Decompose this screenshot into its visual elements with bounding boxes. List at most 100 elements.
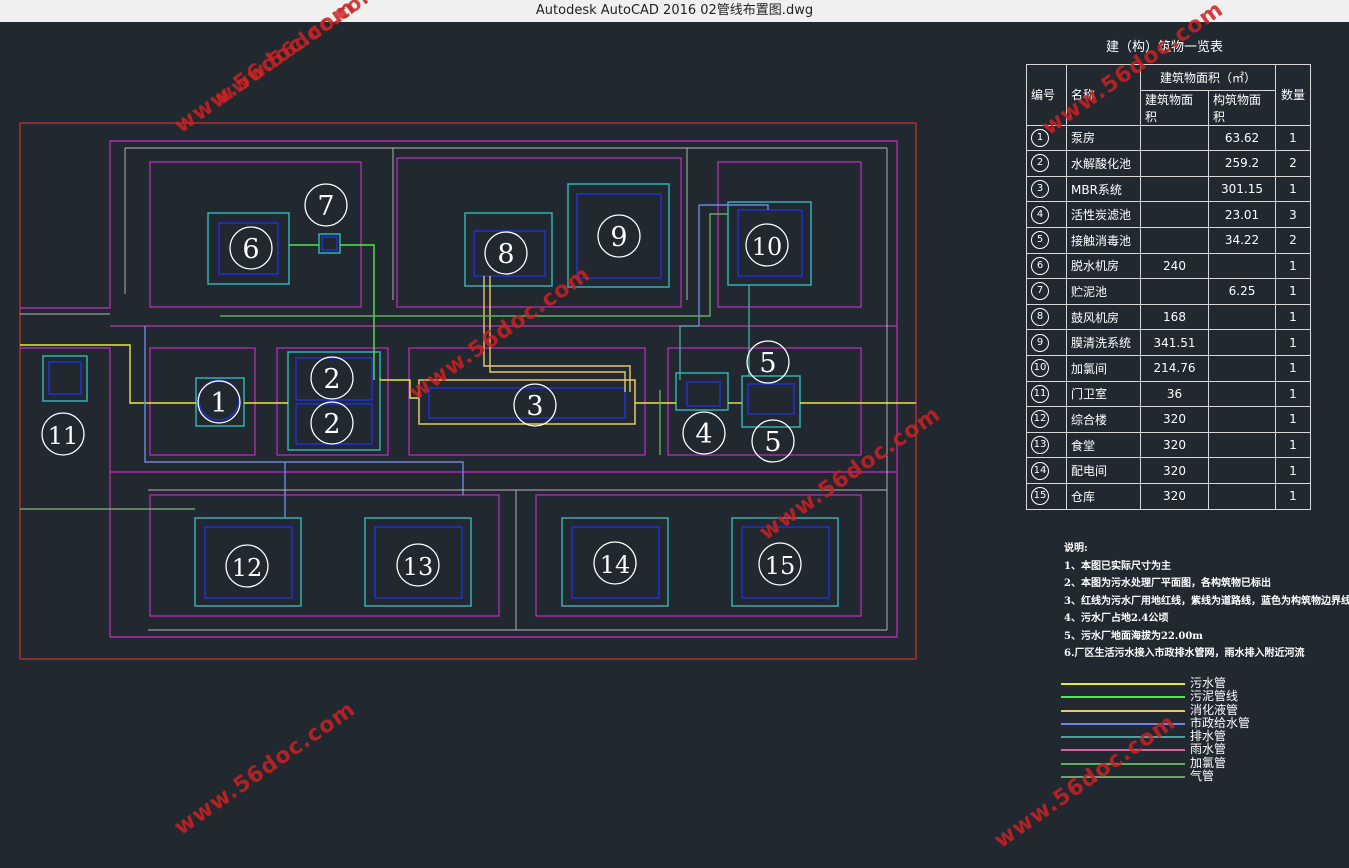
legend-item: 消化液管 xyxy=(1058,702,1318,717)
row-number-badge: 6 xyxy=(1031,256,1049,275)
window-title-bar: Autodesk AutoCAD 2016 02管线布置图.dwg xyxy=(0,0,1349,22)
cell-num: 3 xyxy=(1026,175,1067,203)
plan-label-13: 13 xyxy=(403,553,434,581)
notes-title: 说明: xyxy=(1064,543,1088,554)
legend-label: 雨水管 xyxy=(1190,742,1227,757)
drawing-canvas[interactable]: 1 2 2 3 4 5 5 6 7 8 9 10 11 12 13 14 15 xyxy=(0,22,1349,868)
cell-qty: 1 xyxy=(1275,431,1311,459)
cell-num: 11 xyxy=(1026,380,1067,408)
cell-structure-area: 259.2 xyxy=(1208,150,1276,177)
cell-structure-area: 23.01 xyxy=(1208,201,1276,228)
cell-num: 10 xyxy=(1026,354,1067,382)
row-number-badge: 5 xyxy=(1031,231,1049,250)
legend-line-swatch xyxy=(1061,683,1185,685)
cell-building-area: 168 xyxy=(1140,303,1209,331)
header-qty: 数量 xyxy=(1275,64,1311,126)
header-name: 名称 xyxy=(1066,64,1141,126)
cell-name: 加氯间 xyxy=(1066,354,1141,382)
row-number-badge: 1 xyxy=(1031,128,1049,147)
legend-line-swatch xyxy=(1061,736,1185,739)
note-line: 3、红线为污水厂用地红线，紫线为道路线，蓝色为构筑物边界线 xyxy=(1064,595,1349,607)
plan-label-8: 8 xyxy=(497,239,514,270)
cell-name: 水解酸化池 xyxy=(1066,150,1141,177)
header-area-group: 建筑物面积（㎡） xyxy=(1140,64,1276,91)
cell-num: 7 xyxy=(1026,278,1067,305)
cell-num: 9 xyxy=(1026,329,1067,356)
cell-qty: 1 xyxy=(1275,406,1311,433)
legend-item: 雨水管 xyxy=(1058,742,1318,757)
cell-qty: 2 xyxy=(1275,226,1311,254)
plan-label-10: 10 xyxy=(752,233,783,261)
cell-structure-area xyxy=(1208,354,1276,382)
cell-building-area xyxy=(1140,124,1209,152)
cell-structure-area xyxy=(1208,380,1276,408)
plan-label-15: 15 xyxy=(765,552,796,580)
cell-name: 门卫室 xyxy=(1066,380,1141,408)
legend-item: 污泥管线 xyxy=(1058,689,1318,704)
cell-num: 2 xyxy=(1026,150,1067,177)
plan-label-4: 4 xyxy=(695,419,712,450)
cell-name: 泵房 xyxy=(1066,124,1141,152)
legend-line-swatch xyxy=(1061,709,1185,712)
table-title: 建（构）筑物一览表 xyxy=(1106,40,1224,55)
note-line: 1、本图已实际尺寸为主 xyxy=(1064,560,1171,572)
cell-name: 鼓风机房 xyxy=(1066,303,1141,331)
row-number-badge: 14 xyxy=(1031,461,1049,480)
cell-qty: 3 xyxy=(1275,201,1311,228)
plan-label-5a: 5 xyxy=(759,348,776,379)
cell-name: 食堂 xyxy=(1066,431,1141,459)
plan-label-11: 11 xyxy=(48,422,79,450)
cell-structure-area xyxy=(1208,252,1276,280)
cell-qty: 2 xyxy=(1275,150,1311,177)
cell-building-area xyxy=(1140,226,1209,254)
legend-item: 市政给水管 xyxy=(1058,716,1318,730)
legend-label: 排水管 xyxy=(1190,729,1227,744)
plan-label-6: 6 xyxy=(242,234,259,265)
row-number-badge: 8 xyxy=(1031,308,1049,327)
cell-structure-area xyxy=(1208,303,1276,331)
header-structure-area: 构筑物面积 xyxy=(1208,89,1276,126)
cell-structure-area: 6.25 xyxy=(1208,278,1276,305)
structures xyxy=(42,183,839,607)
row-number-badge: 9 xyxy=(1031,333,1049,352)
cell-qty: 1 xyxy=(1275,482,1311,510)
cell-structure-area xyxy=(1208,406,1276,433)
cell-building-area: 320 xyxy=(1140,431,1209,459)
cell-name: MBR系统 xyxy=(1066,175,1141,203)
cell-building-area xyxy=(1140,278,1209,305)
legend-line-swatch xyxy=(1061,762,1185,765)
cell-qty: 1 xyxy=(1275,124,1311,152)
cell-num: 6 xyxy=(1026,252,1067,280)
cell-qty: 1 xyxy=(1275,380,1311,408)
row-number-badge: 11 xyxy=(1031,384,1049,403)
legend-item: 污水管 xyxy=(1058,676,1318,690)
legend-item: 气管 xyxy=(1058,769,1318,783)
cell-building-area xyxy=(1140,150,1209,177)
cell-building-area: 320 xyxy=(1140,457,1209,484)
cell-name: 配电间 xyxy=(1066,457,1141,484)
cell-structure-area: 63.62 xyxy=(1208,124,1276,152)
plan-label-12: 12 xyxy=(232,554,263,582)
cell-building-area xyxy=(1140,175,1209,203)
row-number-badge: 15 xyxy=(1031,487,1049,506)
cell-num: 13 xyxy=(1026,431,1067,459)
note-line: 2、本图为污水处理厂平面图，各构筑物已标出 xyxy=(1064,578,1271,589)
plan-labels: 1 2 2 3 4 5 5 6 7 8 9 10 11 12 13 14 15 xyxy=(48,191,796,582)
legend-label: 污泥管线 xyxy=(1190,689,1239,704)
cell-structure-area xyxy=(1208,457,1276,484)
cell-name: 膜清洗系统 xyxy=(1066,329,1141,356)
cell-building-area: 341.51 xyxy=(1140,329,1209,356)
plan-label-1: 1 xyxy=(210,388,227,419)
row-number-badge: 4 xyxy=(1031,205,1049,224)
window-title: Autodesk AutoCAD 2016 02管线布置图.dwg xyxy=(535,3,814,18)
legend-label: 消化液管 xyxy=(1190,702,1239,717)
